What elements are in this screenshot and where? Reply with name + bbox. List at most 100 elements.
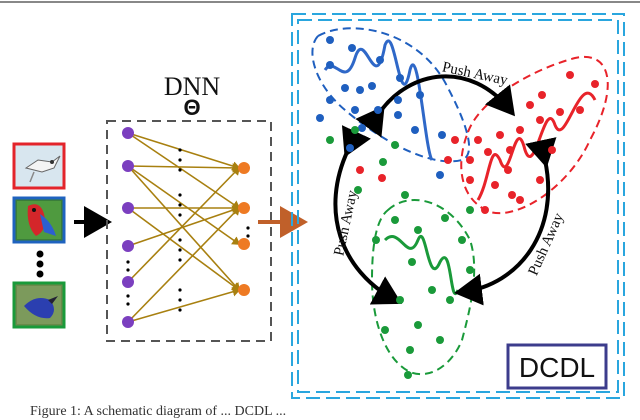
dnn-connection: [127, 165, 241, 292]
dnn-ellipsis-dot: [126, 268, 130, 272]
data-point: [406, 346, 414, 354]
blue-cluster-boundary: [311, 27, 471, 163]
dnn-connection: [127, 206, 241, 323]
data-point: [591, 80, 599, 88]
data-point: [441, 214, 449, 222]
dnn-title: DNN: [164, 72, 221, 101]
method-label: DCDL: [519, 352, 595, 383]
push-away-arrow-blue-red: [355, 74, 516, 138]
data-point: [428, 286, 436, 294]
data-point: [506, 146, 514, 154]
data-point: [438, 131, 446, 139]
data-point: [326, 136, 334, 144]
blue-cluster: [311, 27, 471, 163]
data-point: [374, 106, 382, 114]
green-cluster-boundary: [370, 199, 476, 376]
dnn-ellipsis-dot: [178, 158, 182, 162]
dnn-ellipsis-dot: [178, 298, 182, 302]
data-point: [466, 156, 474, 164]
data-point: [466, 206, 474, 214]
parrot-image-icon: [12, 196, 66, 244]
data-point: [358, 124, 366, 132]
embedding-space-border-outer: [291, 13, 625, 399]
data-point: [436, 171, 444, 179]
dnn-ellipsis-dot: [178, 288, 182, 292]
input-neuron: [122, 276, 134, 288]
data-point: [379, 158, 387, 166]
data-point: [348, 44, 356, 52]
data-point: [466, 266, 474, 274]
dnn-connection: [127, 132, 241, 171]
input-images: [12, 142, 66, 329]
dnn-ellipsis-dot: [178, 238, 182, 242]
input-neuron: [122, 160, 134, 172]
data-point: [376, 56, 384, 64]
data-point: [491, 181, 499, 189]
dnn-connection: [127, 163, 241, 173]
dnn-ellipsis-dot: [178, 308, 182, 312]
dnn-connection: [127, 205, 241, 247]
data-point: [474, 136, 482, 144]
input-neuron: [122, 202, 134, 214]
input-neuron: [122, 240, 134, 252]
push-away-arrow-red-green: [454, 137, 557, 306]
data-point: [496, 131, 504, 139]
push-away-label-right: Push Away: [526, 210, 568, 278]
data-point: [536, 176, 544, 184]
data-point: [566, 71, 574, 79]
data-point: [372, 236, 380, 244]
data-point: [396, 296, 404, 304]
dnn-ellipsis-dot: [246, 234, 250, 238]
data-point: [346, 144, 354, 152]
dnn-connection: [127, 132, 241, 209]
data-point: [401, 191, 409, 199]
dnn-ellipsis-dot: [178, 248, 182, 252]
data-point: [508, 191, 516, 199]
dnn-ellipsis-dot: [126, 294, 130, 298]
dnn-connection: [127, 165, 241, 245]
data-point: [396, 74, 404, 82]
data-point: [481, 206, 489, 214]
data-point: [526, 101, 534, 109]
data-point: [548, 146, 556, 154]
embedding-space-border-inner: [297, 19, 619, 393]
data-point: [351, 126, 359, 134]
dnn-ellipsis-dot: [178, 148, 182, 152]
theta-symbol: Θ: [183, 95, 200, 120]
dnn-ellipsis-dot: [126, 302, 130, 306]
data-point: [316, 114, 324, 122]
blue-class-curve: [323, 39, 434, 161]
data-point: [326, 61, 334, 69]
data-point: [416, 91, 424, 99]
dnn-box: [106, 120, 272, 342]
image-ellipsis-dot: [36, 250, 44, 258]
dnn-connection: [127, 166, 241, 283]
data-point: [466, 176, 474, 184]
embedding-points: [316, 36, 599, 379]
input-neuron: [122, 316, 134, 328]
data-point: [516, 126, 524, 134]
dnn-ellipsis-dot: [178, 168, 182, 172]
data-point: [444, 156, 452, 164]
dnn-connection: [127, 287, 241, 323]
input-neuron: [122, 127, 134, 139]
data-point: [411, 126, 419, 134]
data-point: [391, 141, 399, 149]
dnn-ellipsis-dot: [126, 260, 130, 264]
data-point: [394, 96, 402, 104]
data-point: [414, 321, 422, 329]
output-neuron: [238, 284, 250, 296]
data-point: [341, 84, 349, 92]
data-point: [326, 36, 334, 44]
dnn-ellipsis-dot: [178, 213, 182, 217]
green-cluster: [370, 199, 476, 376]
image-ellipsis-dot: [36, 270, 44, 278]
method-label-box: [506, 343, 608, 390]
data-point: [354, 186, 362, 194]
data-point: [516, 196, 524, 204]
dnn-network: [122, 127, 250, 328]
data-point: [458, 236, 466, 244]
output-neuron: [238, 162, 250, 174]
data-point: [556, 108, 564, 116]
